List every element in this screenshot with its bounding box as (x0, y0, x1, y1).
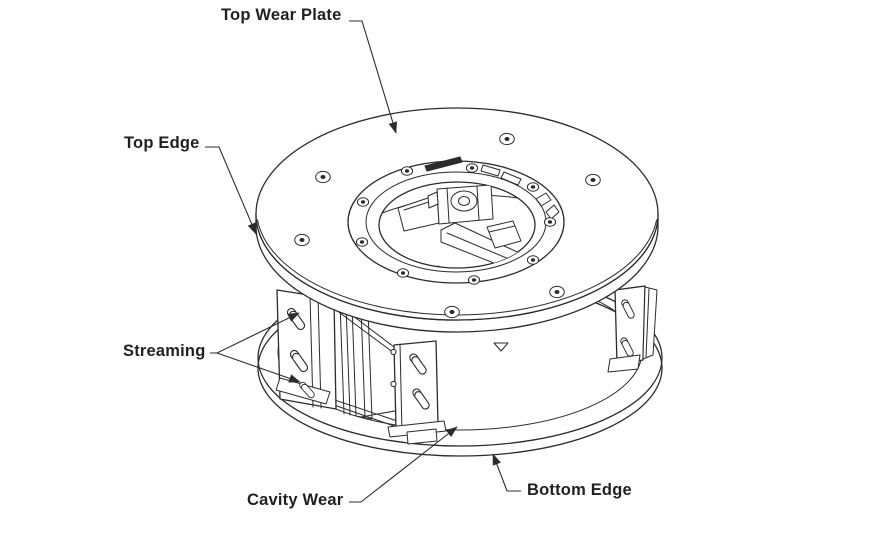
leader-lines (205, 20, 521, 503)
label-cavity-wear: Cavity Wear (247, 491, 344, 509)
inner-ring (347, 156, 565, 285)
center-cavity-internals (381, 184, 535, 268)
leader-top-wear-plate (349, 20, 398, 134)
label-bottom-edge: Bottom Edge (527, 481, 632, 499)
leader-cavity-wear (349, 426, 458, 503)
leader-top-edge (205, 146, 257, 235)
inner-ring-slots (424, 156, 560, 220)
leader-bottom-edge (492, 453, 521, 492)
left-bracket (275, 289, 337, 410)
center-bracket (387, 340, 447, 445)
label-top-edge: Top Edge (124, 134, 200, 152)
right-bracket (607, 285, 658, 373)
leader-streaming-lower (216, 352, 301, 383)
label-streaming: Streaming (123, 342, 206, 360)
label-top-wear-plate: Top Wear Plate (221, 6, 342, 24)
